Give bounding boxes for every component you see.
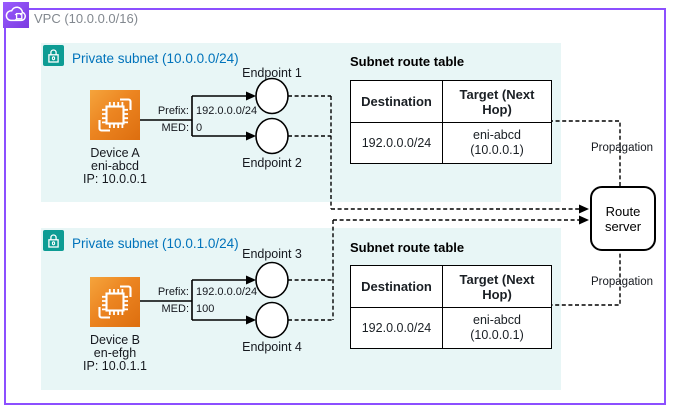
route-table-1-row: 192.0.0.0/24 eni-abcd (10.0.0.1): [350, 122, 552, 164]
device-a-labels: Device A eni-abcd IP: 10.0.0.1: [55, 147, 175, 186]
device-b-eni: en-efgh: [93, 346, 137, 360]
device-b-med-value: 100: [196, 303, 215, 315]
route-table-2-destination-cell: 192.0.0.0/24: [350, 307, 443, 349]
route-table-2-target-cell: eni-abcd (10.0.0.1): [442, 307, 552, 349]
device-a-prefix-label: Prefix:: [157, 105, 189, 117]
route-table-2-header-target: Target (Next Hop): [442, 265, 552, 308]
propagation-label-top: Propagation: [590, 142, 654, 154]
endpoint-2-label: Endpoint 2: [242, 156, 302, 170]
route-table-1-header-destination: Destination: [350, 80, 443, 123]
lock-glyph: [48, 234, 59, 248]
device-a-prefix-value: 192.0.0.0/24: [196, 105, 258, 117]
device-a-med-label: MED:: [161, 122, 190, 134]
route-table-2: Destination Target (Next Hop) 192.0.0.0/…: [350, 265, 552, 349]
chip-glyph: [98, 98, 132, 132]
route-table-1-title: Subnet route table: [350, 54, 465, 69]
device-a-name: Device A: [90, 146, 140, 160]
route-server-node: Route server: [590, 186, 656, 251]
vpc-boundary-box: [4, 8, 666, 405]
route-table-2-header-destination: Destination: [350, 265, 443, 308]
device-b-labels: Device B en-efgh IP: 10.0.1.1: [55, 334, 175, 373]
endpoint-4-label: Endpoint 4: [242, 340, 302, 354]
route-table-1-destination-cell: 192.0.0.0/24: [350, 122, 443, 164]
vpc-label: VPC (10.0.0.0/16): [34, 11, 139, 26]
endpoint-3-label: Endpoint 3: [242, 247, 302, 261]
private-subnet-2-label: Private subnet (10.0.1.0/24): [72, 236, 239, 251]
route-table-1: Destination Target (Next Hop) 192.0.0.0/…: [350, 80, 552, 164]
route-table-2-title: Subnet route table: [350, 240, 465, 255]
device-b-med-label: MED:: [161, 303, 190, 315]
device-b-prefix-value: 192.0.0.0/24: [196, 286, 258, 298]
route-table-1-header-target: Target (Next Hop): [442, 80, 552, 123]
lock-glyph: [48, 49, 59, 63]
device-a-icon: [90, 90, 140, 140]
private-subnet-1-lock-icon: [43, 45, 64, 66]
private-subnet-2-lock-icon: [43, 230, 64, 251]
chip-glyph: [98, 285, 132, 319]
device-b-ip: IP: 10.0.1.1: [83, 359, 147, 373]
device-a-ip: IP: 10.0.0.1: [83, 172, 147, 186]
propagation-label-bottom: Propagation: [590, 276, 654, 288]
device-a-eni: eni-abcd: [91, 159, 139, 173]
endpoint-1-label: Endpoint 1: [242, 66, 302, 80]
vpc-icon: [3, 2, 29, 28]
route-table-2-row: 192.0.0.0/24 eni-abcd (10.0.0.1): [350, 307, 552, 349]
route-table-1-target-cell: eni-abcd (10.0.0.1): [442, 122, 552, 164]
device-b-name: Device B: [89, 333, 141, 347]
route-server-label: Route server: [604, 203, 642, 234]
private-subnet-1-label: Private subnet (10.0.0.0/24): [72, 51, 239, 66]
vpc-cloud-glyph: [5, 6, 26, 22]
device-b-icon: [90, 277, 140, 327]
device-a-med-value: 0: [196, 122, 203, 134]
device-b-prefix-label: Prefix:: [157, 286, 189, 298]
